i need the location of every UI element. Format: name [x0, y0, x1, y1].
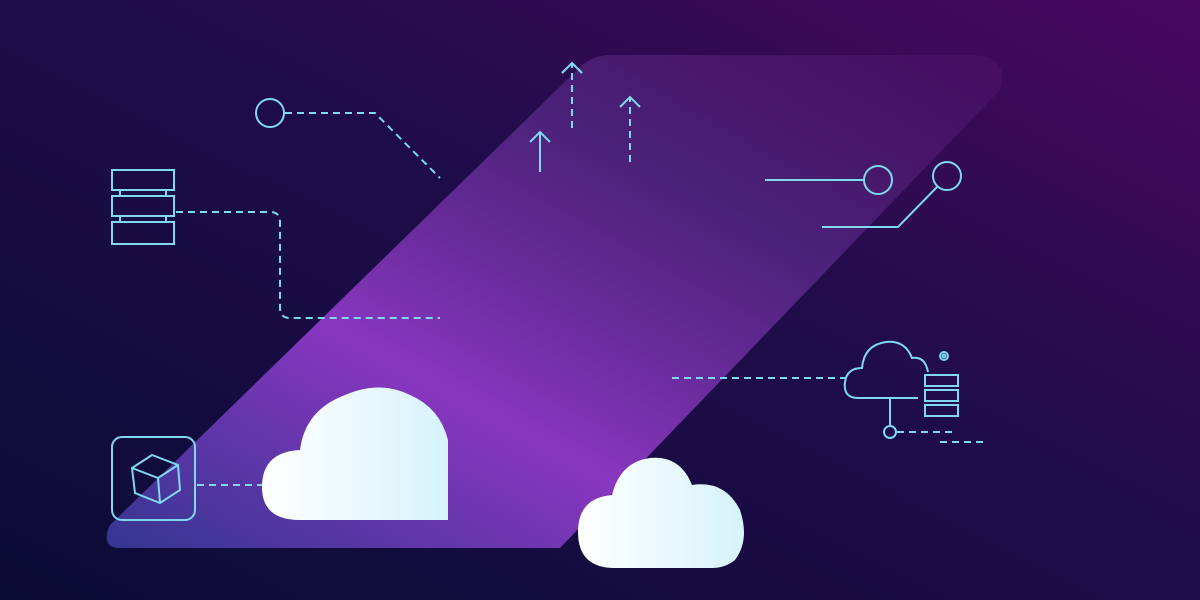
node-circle-icon	[932, 161, 962, 191]
cloud-left	[262, 387, 448, 520]
cloud-right	[578, 457, 744, 568]
connector-line	[822, 186, 938, 228]
cloud-database-icon	[843, 340, 985, 443]
cube-icon	[111, 436, 196, 521]
upload-arrow-icon	[529, 130, 551, 172]
upload-arrow-icon	[619, 95, 641, 162]
dashed-connector	[176, 211, 440, 319]
upload-arrow-icon	[561, 61, 583, 128]
node-circle-icon	[863, 165, 893, 195]
database-icon	[111, 169, 175, 245]
node-circle-icon	[255, 98, 285, 128]
dashed-connector	[285, 112, 441, 179]
